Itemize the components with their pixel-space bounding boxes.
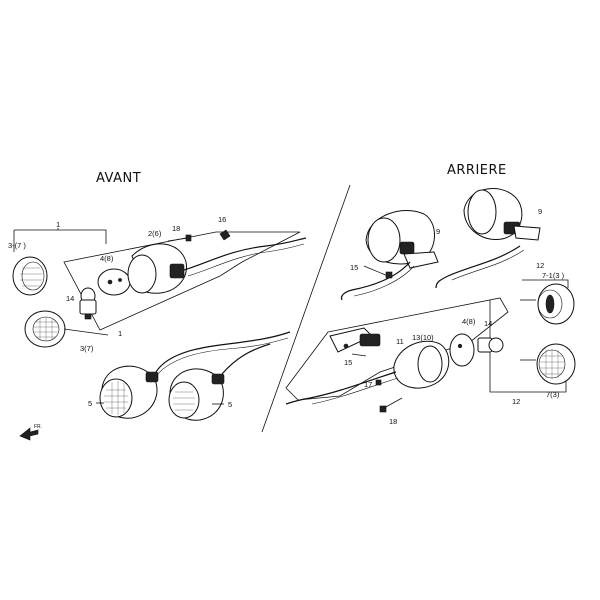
front-signal-right	[168, 343, 271, 421]
front-housing	[127, 237, 307, 294]
rear-callout-12-bottom: 12	[512, 397, 520, 406]
rear-lens-top	[537, 283, 575, 325]
forward-arrow-icon: FR.	[19, 424, 42, 441]
rear-assembly	[285, 188, 576, 413]
rear-heading: ARRIERE	[447, 163, 507, 178]
rear-callout-18: 18	[389, 417, 397, 426]
front-bulb	[79, 287, 97, 320]
rear-housing	[285, 340, 450, 405]
front-callout-4: 4(8)	[100, 254, 114, 263]
front-callout-1-right: 1	[118, 329, 122, 338]
front-lens-top	[12, 256, 48, 296]
front-signal-left	[99, 331, 291, 419]
rear-callout-9-left: 9	[436, 227, 440, 236]
front-callout-2: 2(6)	[148, 229, 162, 238]
rear-callout-14: 14	[484, 319, 492, 328]
rear-callout-15-lower: 15	[344, 358, 352, 367]
rear-callout-17: 17	[364, 380, 372, 389]
rear-callout-11: 11	[396, 337, 404, 346]
front-socket-plate	[97, 268, 131, 296]
rear-signal-right	[435, 188, 541, 289]
rear-callout-15-top: 15	[350, 263, 358, 272]
rear-callout-7-top: 7-1(3 )	[542, 271, 565, 280]
front-callout-16: 16	[218, 215, 226, 224]
front-assembly	[12, 228, 307, 421]
rear-bulb	[477, 337, 504, 353]
rear-callout-12-top: 12	[536, 261, 544, 270]
front-callout-5-left: 5	[88, 399, 92, 408]
front-callout-1-top: 1	[56, 220, 60, 229]
rear-callout-13: 13(10)	[412, 333, 434, 342]
rear-callout-4: 4(8)	[462, 317, 476, 326]
front-clip	[219, 229, 231, 241]
rear-signal-left	[340, 210, 439, 301]
rear-callout-9-right: 9	[538, 207, 542, 216]
rear-callout-7-bottom: 7(3)	[546, 390, 560, 399]
front-lens-bottom	[24, 310, 66, 348]
front-screw	[167, 234, 192, 242]
front-callout-5-right: 5	[228, 400, 232, 409]
rear-socket-plate	[449, 333, 475, 367]
forward-arrow-label: FR.	[34, 424, 42, 430]
front-callout-3-top: 3-(7 )	[8, 241, 26, 250]
front-heading: AVANT	[96, 171, 141, 186]
front-callout-18: 18	[172, 224, 180, 233]
section-divider	[261, 184, 351, 433]
front-callout-3-bottom: 3(7)	[80, 344, 94, 353]
front-callout-14: 14	[66, 294, 74, 303]
rear-bracket	[329, 327, 381, 353]
rear-lens-bottom	[536, 343, 576, 385]
